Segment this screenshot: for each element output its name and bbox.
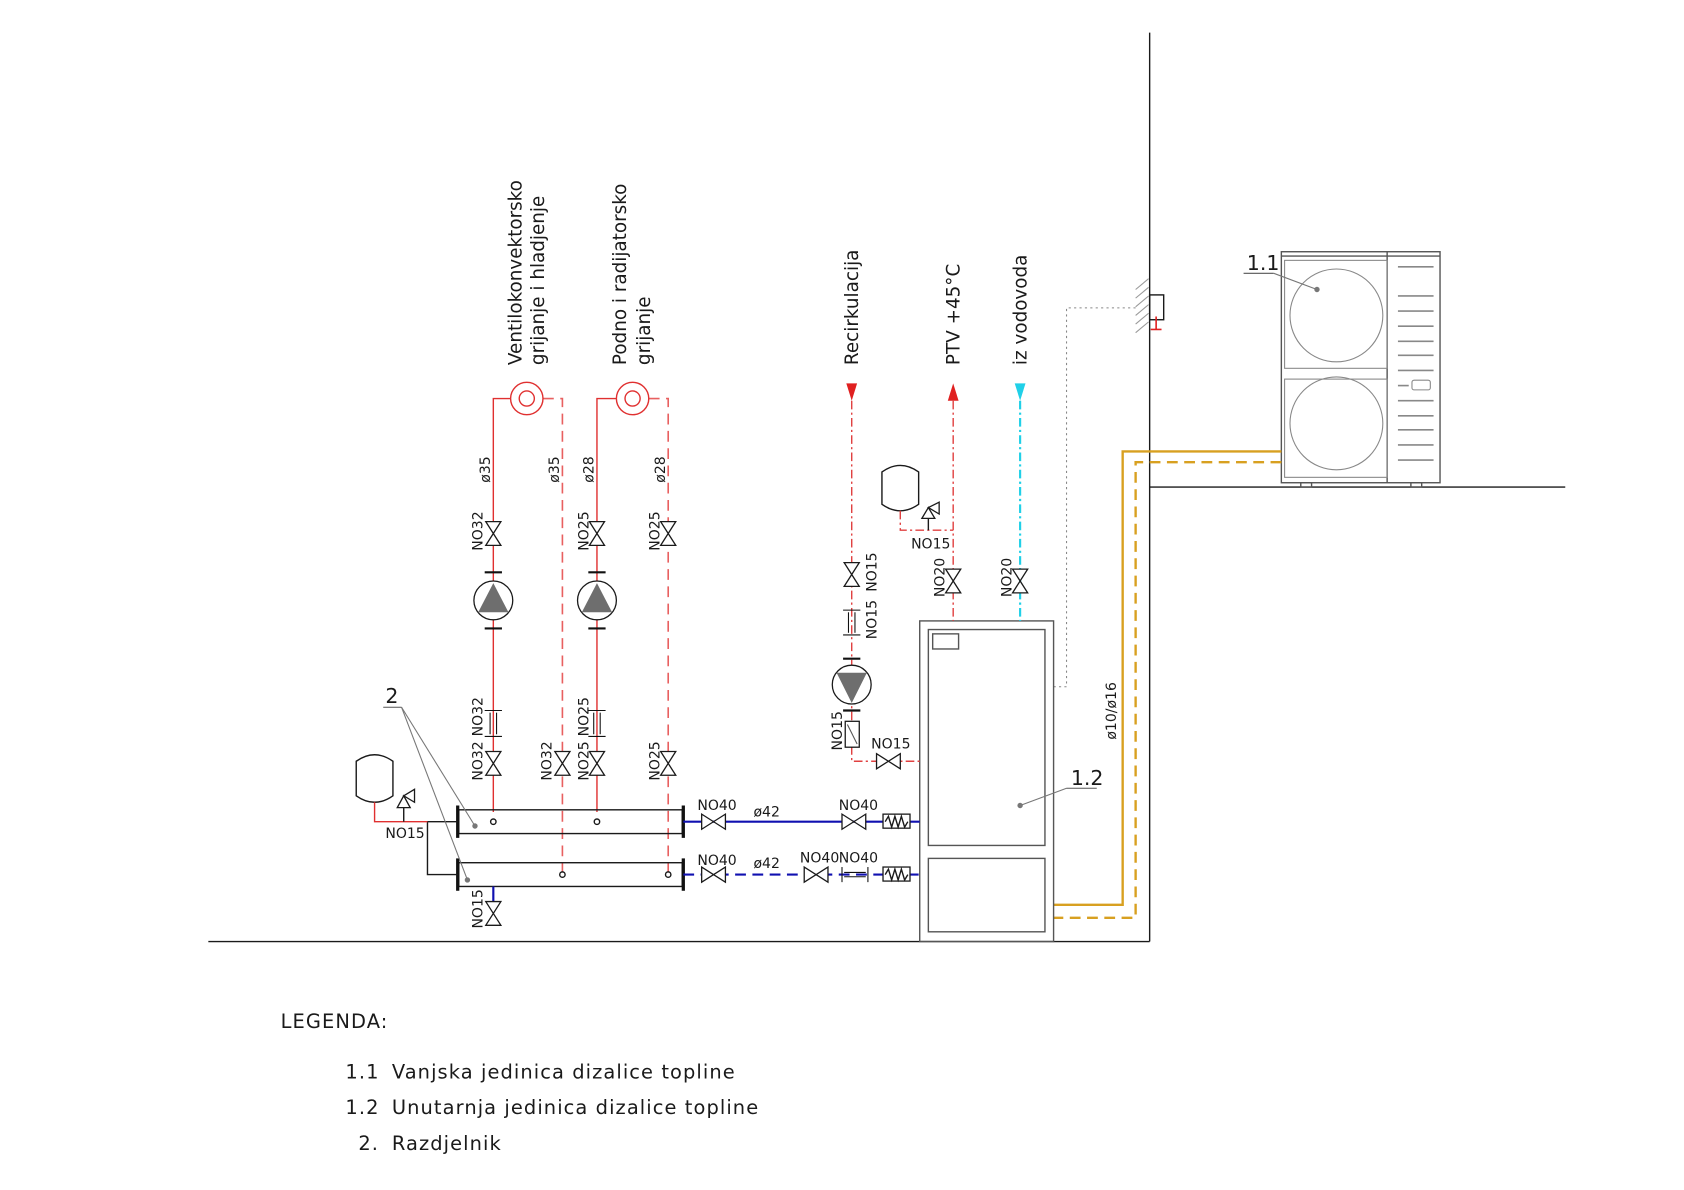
legend-text: Vanjska jedinica dizalice topline [392,1061,736,1084]
circuit-floor-radiator: Podno i radijatorsko grijanje ø28 ø28 NO… [576,184,677,873]
manifold-tag: 2 [383,684,478,883]
recirculation-line: Recirkulacija NO15 NO15 NO15 NO15 [830,250,920,770]
svg-text:NO40: NO40 [839,851,878,867]
svg-text:NO15: NO15 [865,552,881,591]
svg-text:NO40: NO40 [697,798,736,814]
svg-text:Podno i radijatorsko: Podno i radijatorsko [610,184,631,365]
svg-text:NO25: NO25 [648,511,664,550]
svg-text:NO15: NO15 [865,600,881,639]
svg-text:ø28: ø28 [582,456,598,482]
hot-water-line: PTV +45°C NO15 NO20 [881,264,965,621]
manifold[interactable] [426,805,685,891]
svg-text:PTV +45°C: PTV +45°C [944,264,965,365]
svg-text:1.2: 1.2 [1071,766,1104,790]
indoor-unit-tag: 1.2 [1017,766,1104,809]
supply-line: NO40 ø42 NO40 [683,798,920,830]
refrigerant-diameter-label: ø10/ø16 [1104,682,1120,740]
svg-text:grijanje: grijanje [634,296,655,365]
legend-title: LEGENDA: [281,1010,389,1033]
svg-text:iz vodovoda: iz vodovoda [1011,255,1032,365]
circuit-fancoil: Ventilokonvektorsko grijanje i hladjenje… [471,180,571,873]
svg-text:NO15: NO15 [871,736,910,752]
legend: LEGENDA: 1.1 Vanjska jedinica dizalice t… [281,1010,759,1155]
svg-text:NO15: NO15 [911,537,950,553]
valve-icon [485,750,502,776]
svg-text:NO40: NO40 [697,853,736,869]
check-valve-icon [588,709,606,737]
svg-text:NO40: NO40 [800,851,839,867]
indoor-unit[interactable] [919,620,1055,943]
legend-num: 1.2 [345,1096,379,1119]
return-line: NO40 ø42 NO40 NO40 [683,851,920,883]
outdoor-sensor-icon [1053,278,1165,688]
outdoor-unit[interactable] [1280,251,1441,488]
svg-text:NO15: NO15 [385,826,424,842]
cold-water-line: iz vodovoda NO20 [999,255,1032,621]
valve-icon [485,520,502,546]
svg-text:NO15: NO15 [830,711,846,750]
outdoor-unit-tag: 1.1 [1243,251,1320,293]
check-valve-icon [484,709,502,737]
manifold-drain: NO15 [471,886,502,929]
svg-text:NO20: NO20 [933,558,949,597]
pump-icon [473,571,514,630]
manifold-expansion-tank: NO15 [355,754,428,842]
legend-text: Unutarnja jedinica dizalice topline [392,1096,759,1119]
refrigerant-line-gas [1053,461,1282,919]
svg-text:NO32: NO32 [471,697,487,736]
svg-text:ø42: ø42 [753,804,779,820]
svg-text:NO20: NO20 [999,558,1015,597]
svg-text:NO25: NO25 [576,741,592,780]
svg-text:NO15: NO15 [471,889,487,928]
svg-text:NO40: NO40 [839,798,878,814]
svg-text:NO25: NO25 [576,511,592,550]
valve-icon [554,750,571,776]
svg-text:NO25: NO25 [576,697,592,736]
svg-text:Recirkulacija: Recirkulacija [842,250,863,365]
recirculation-pump-icon [831,657,872,712]
svg-text:NO25: NO25 [648,741,664,780]
svg-text:NO32: NO32 [540,741,556,780]
svg-text:NO32: NO32 [471,741,487,780]
svg-text:grijanje i hladjenje: grijanje i hladjenje [528,196,549,365]
svg-text:ø35: ø35 [478,456,494,482]
legend-num: 1.1 [345,1061,379,1084]
pump-icon [576,571,618,630]
svg-text:1.1: 1.1 [1247,251,1280,275]
svg-text:ø28: ø28 [653,456,669,482]
svg-text:2: 2 [385,684,398,708]
svg-text:Ventilokonvektorsko: Ventilokonvektorsko [505,180,526,365]
refrigerant-line-liquid [1053,450,1282,907]
legend-text: Razdjelnik [392,1132,502,1155]
legend-num: 2. [358,1132,379,1155]
svg-text:NO32: NO32 [471,511,487,550]
svg-text:ø42: ø42 [753,856,779,872]
svg-text:ø35: ø35 [547,456,563,482]
